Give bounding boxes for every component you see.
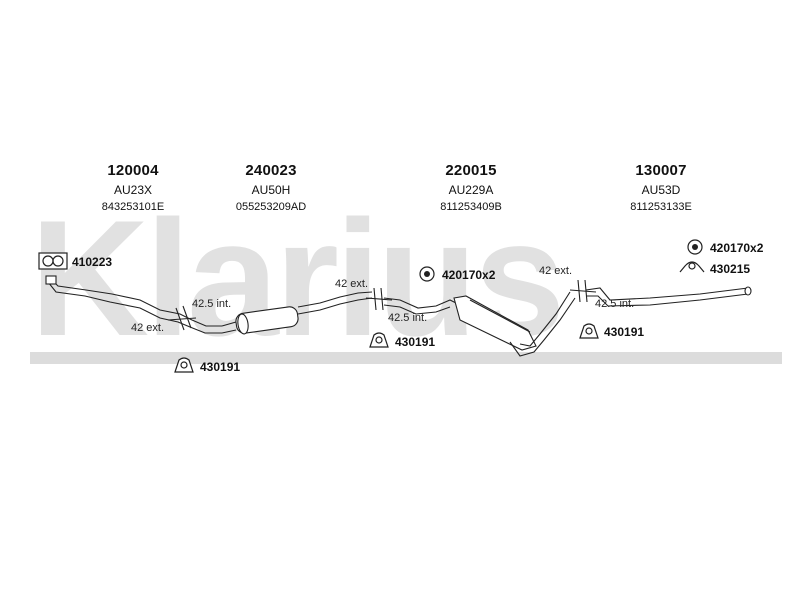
ring-icon	[687, 239, 703, 255]
dim-int-1: 42.5 int.	[192, 298, 232, 310]
clamp-label-3[interactable]: 430191	[604, 325, 645, 339]
middle-silencer[interactable]	[221, 291, 373, 335]
clamp-icon	[174, 357, 194, 373]
clamp-icon	[579, 323, 599, 339]
watermark-band	[30, 352, 782, 364]
part-240023[interactable]: 240023 AU50H 055253209AD	[201, 162, 341, 213]
part-oem: 843253101E	[101, 201, 165, 213]
ring-label-1[interactable]: 420170x2	[442, 268, 496, 282]
dim-int-2: 42.5 int.	[388, 312, 428, 324]
clamp-label-1[interactable]: 430191	[200, 360, 241, 374]
gasket-label[interactable]: 410223	[72, 255, 113, 269]
clamp-icon	[369, 332, 389, 348]
part-number: 130007	[635, 162, 687, 179]
part-code: AU23X	[113, 183, 153, 197]
part-220015[interactable]: 220015 AU229A 811253409B	[401, 162, 541, 213]
part-number: 220015	[445, 162, 497, 179]
dim-ext-2: 42 ext.	[335, 278, 369, 290]
clamp-label-2[interactable]: 430191	[395, 335, 436, 349]
dim-ext-3: 42 ext.	[539, 265, 573, 277]
mount-icon	[679, 261, 705, 273]
ring-label-2[interactable]: 420170x2	[710, 241, 764, 255]
joint-1	[167, 305, 197, 331]
part-130007[interactable]: 130007 AU53D 811253133E	[591, 162, 731, 213]
dim-int-3: 42.5 int.	[595, 298, 635, 310]
ring-icon	[419, 266, 435, 282]
part-code: AU50H	[251, 183, 291, 197]
mount-label[interactable]: 430215	[710, 262, 751, 276]
gasket-icon	[38, 252, 68, 270]
part-120004[interactable]: 120004 AU23X 843253101E	[63, 162, 203, 213]
watermark-logo: Klarius	[30, 186, 565, 370]
part-number: 120004	[107, 162, 159, 179]
joint-2	[365, 287, 393, 311]
part-code: AU53D	[641, 183, 681, 197]
rear-pipe[interactable]	[585, 286, 752, 307]
joint-3	[569, 279, 597, 303]
front-pipe[interactable]	[45, 275, 222, 334]
part-oem: 055253209AD	[235, 201, 307, 213]
dim-ext-1: 42 ext.	[131, 322, 165, 334]
part-code: AU229A	[448, 183, 494, 197]
part-oem: 811253409B	[440, 201, 502, 213]
part-number: 240023	[245, 162, 297, 179]
part-oem: 811253133E	[630, 201, 692, 213]
centre-silencer[interactable]	[383, 291, 576, 357]
